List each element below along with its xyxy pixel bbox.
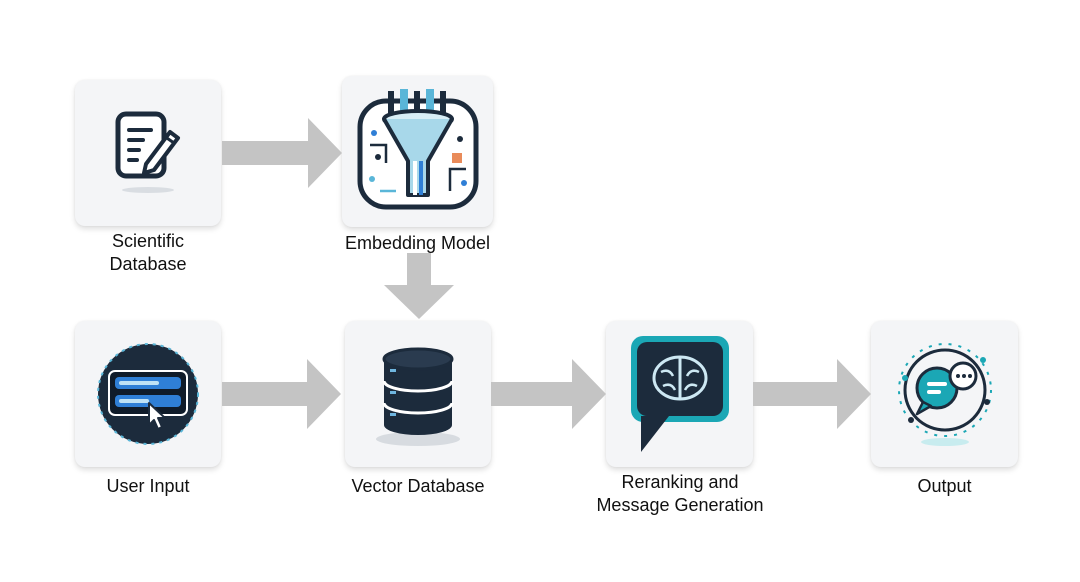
- label-scientific-database: Scientific Database: [109, 231, 187, 274]
- arrow-reranking-to-output: [753, 359, 871, 429]
- node-output: [871, 321, 1018, 467]
- document-edit-icon: [108, 110, 188, 196]
- node-user-input: [75, 321, 221, 467]
- arrow-scientific-to-embedding: [222, 118, 342, 188]
- arrow-userinput-to-vector: [222, 359, 341, 429]
- node-vector-database: [345, 321, 491, 467]
- arrow-embedding-to-vector: [384, 253, 454, 319]
- node-scientific-database: [75, 80, 221, 226]
- arrow-vector-to-reranking: [491, 359, 606, 429]
- funnel-circuit-icon: [356, 87, 480, 217]
- brain-chat-icon: [625, 332, 735, 456]
- database-stack-icon: [370, 339, 466, 449]
- label-user-input: User Input: [106, 476, 190, 496]
- label-reranking: Reranking and Message Generation: [596, 472, 764, 515]
- input-form-click-icon: [93, 339, 203, 449]
- node-embedding-model: [342, 76, 493, 227]
- label-vector-database: Vector Database: [351, 476, 485, 496]
- label-output: Output: [917, 476, 972, 496]
- node-reranking: [606, 321, 753, 467]
- chat-bubbles-icon: [889, 338, 1001, 450]
- label-embedding-model: Embedding Model: [344, 233, 491, 253]
